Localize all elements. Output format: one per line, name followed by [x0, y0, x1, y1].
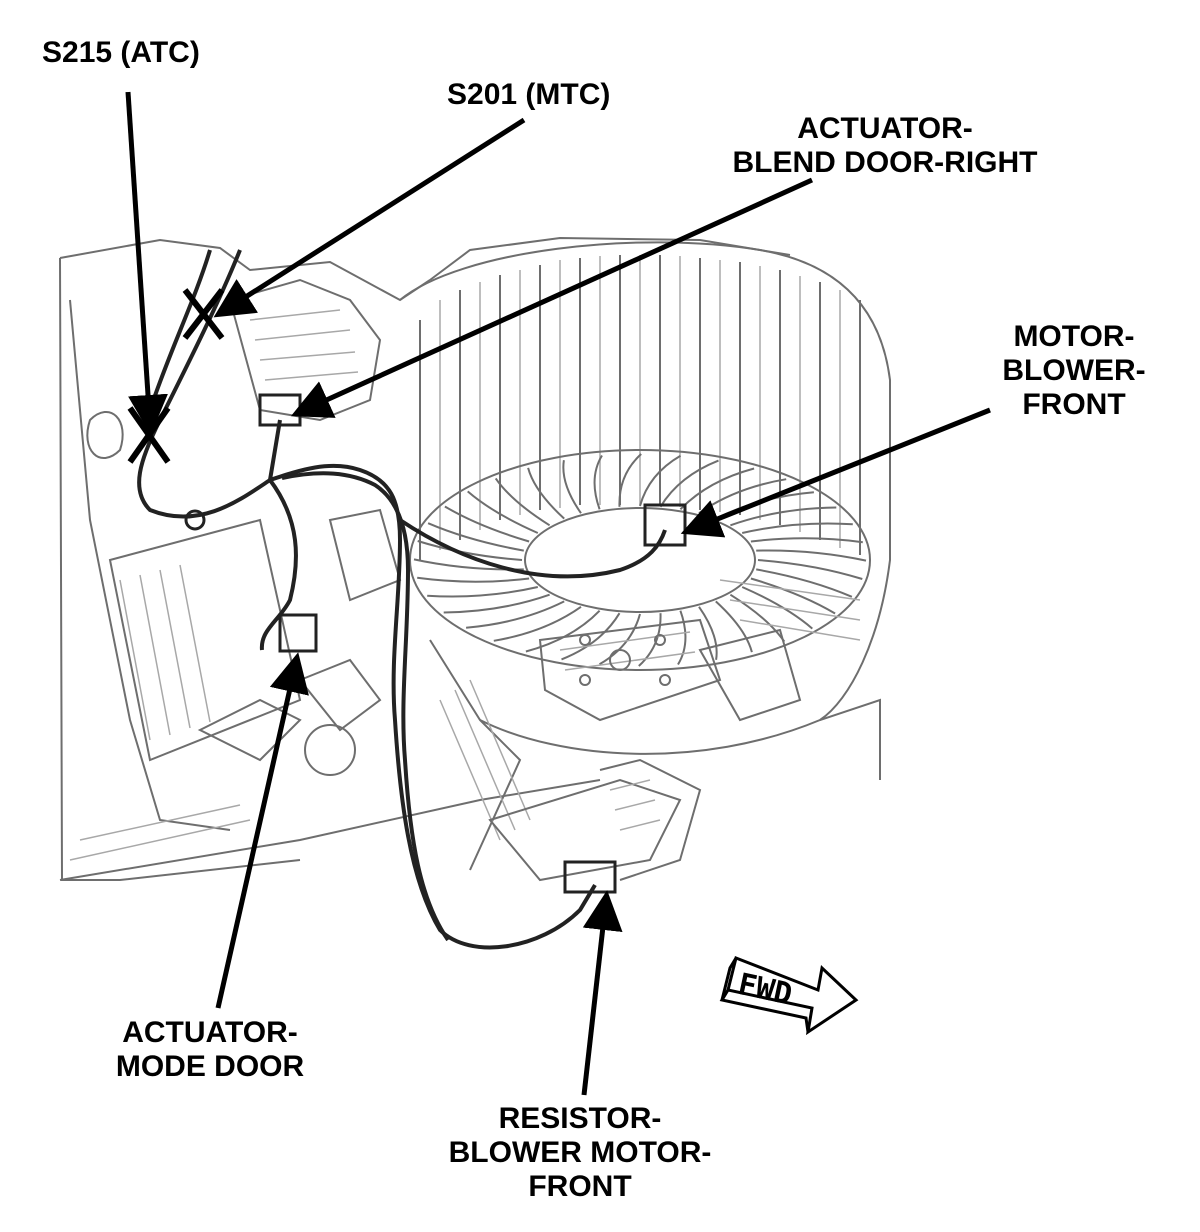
blower-fin	[527, 467, 565, 520]
label-line: ACTUATOR-	[797, 112, 973, 145]
label-line: BLOWER-	[1002, 354, 1146, 387]
blower-fin	[593, 454, 603, 510]
blower-fin	[561, 612, 621, 661]
blower-fin	[715, 600, 753, 653]
blower-fin	[466, 600, 565, 629]
actuator-mode-door-leader	[215, 652, 309, 1009]
label-line: BLEND DOOR-RIGHT	[732, 146, 1038, 179]
blower-fin	[677, 610, 687, 666]
blower-fin	[698, 606, 718, 660]
resistor-leader	[581, 890, 623, 1096]
blower-fin	[618, 453, 642, 507]
blower-fin	[443, 593, 550, 614]
blower-fin	[598, 613, 641, 666]
label-actuator-blend-door-right: ACTUATOR- BLEND DOOR-RIGHT	[720, 112, 1050, 180]
blower-fin	[444, 505, 530, 543]
label-line: MOTOR-	[1013, 320, 1135, 353]
blower-fin	[427, 586, 539, 598]
blower-fin	[525, 610, 601, 653]
label-line: BLOWER MOTOR-	[448, 1136, 712, 1169]
s201-leader	[213, 117, 526, 318]
blower-fin	[494, 477, 551, 527]
hvac-housing-drawing	[59, 236, 891, 882]
blower-fin	[427, 522, 524, 552]
blower-fin	[730, 506, 837, 527]
motor-blower-leader	[680, 407, 991, 538]
blower-fin	[659, 459, 719, 508]
blower-fin	[741, 586, 813, 630]
blower-fin	[750, 537, 863, 544]
fwd-arrow-icon	[719, 955, 859, 1036]
blower-fin	[417, 540, 523, 561]
label-line: MODE DOOR	[115, 1050, 305, 1083]
s215-leader	[125, 91, 168, 435]
blower-fin	[562, 460, 582, 514]
label-actuator-mode-door: ACTUATOR- MODE DOOR	[100, 1016, 320, 1084]
blower-fin	[756, 549, 867, 562]
blower-fin	[417, 576, 530, 583]
actuator-blend-door-leader	[290, 177, 814, 418]
label-s215: S215 (ATC)	[42, 36, 200, 69]
blower-fin	[493, 605, 582, 642]
blower-fin	[757, 559, 863, 580]
label-resistor-blower-motor-front: RESISTOR- BLOWER MOTOR- FRONT	[430, 1102, 730, 1204]
label-s201: S201 (MTC)	[447, 78, 611, 111]
blower-wheel-fins	[413, 453, 867, 667]
blower-fin	[756, 568, 853, 598]
blower-fin	[741, 522, 853, 534]
label-motor-blower-front: MOTOR- BLOWER- FRONT	[994, 320, 1154, 422]
label-line: FRONT	[528, 1170, 632, 1203]
blower-fin	[467, 490, 539, 534]
blower-fin	[639, 454, 682, 507]
wiring-harness	[137, 249, 687, 950]
label-line: FRONT	[1022, 388, 1126, 421]
blower-fin	[750, 577, 836, 615]
label-line: ACTUATOR-	[122, 1016, 298, 1049]
label-line: RESISTOR-	[498, 1102, 662, 1135]
